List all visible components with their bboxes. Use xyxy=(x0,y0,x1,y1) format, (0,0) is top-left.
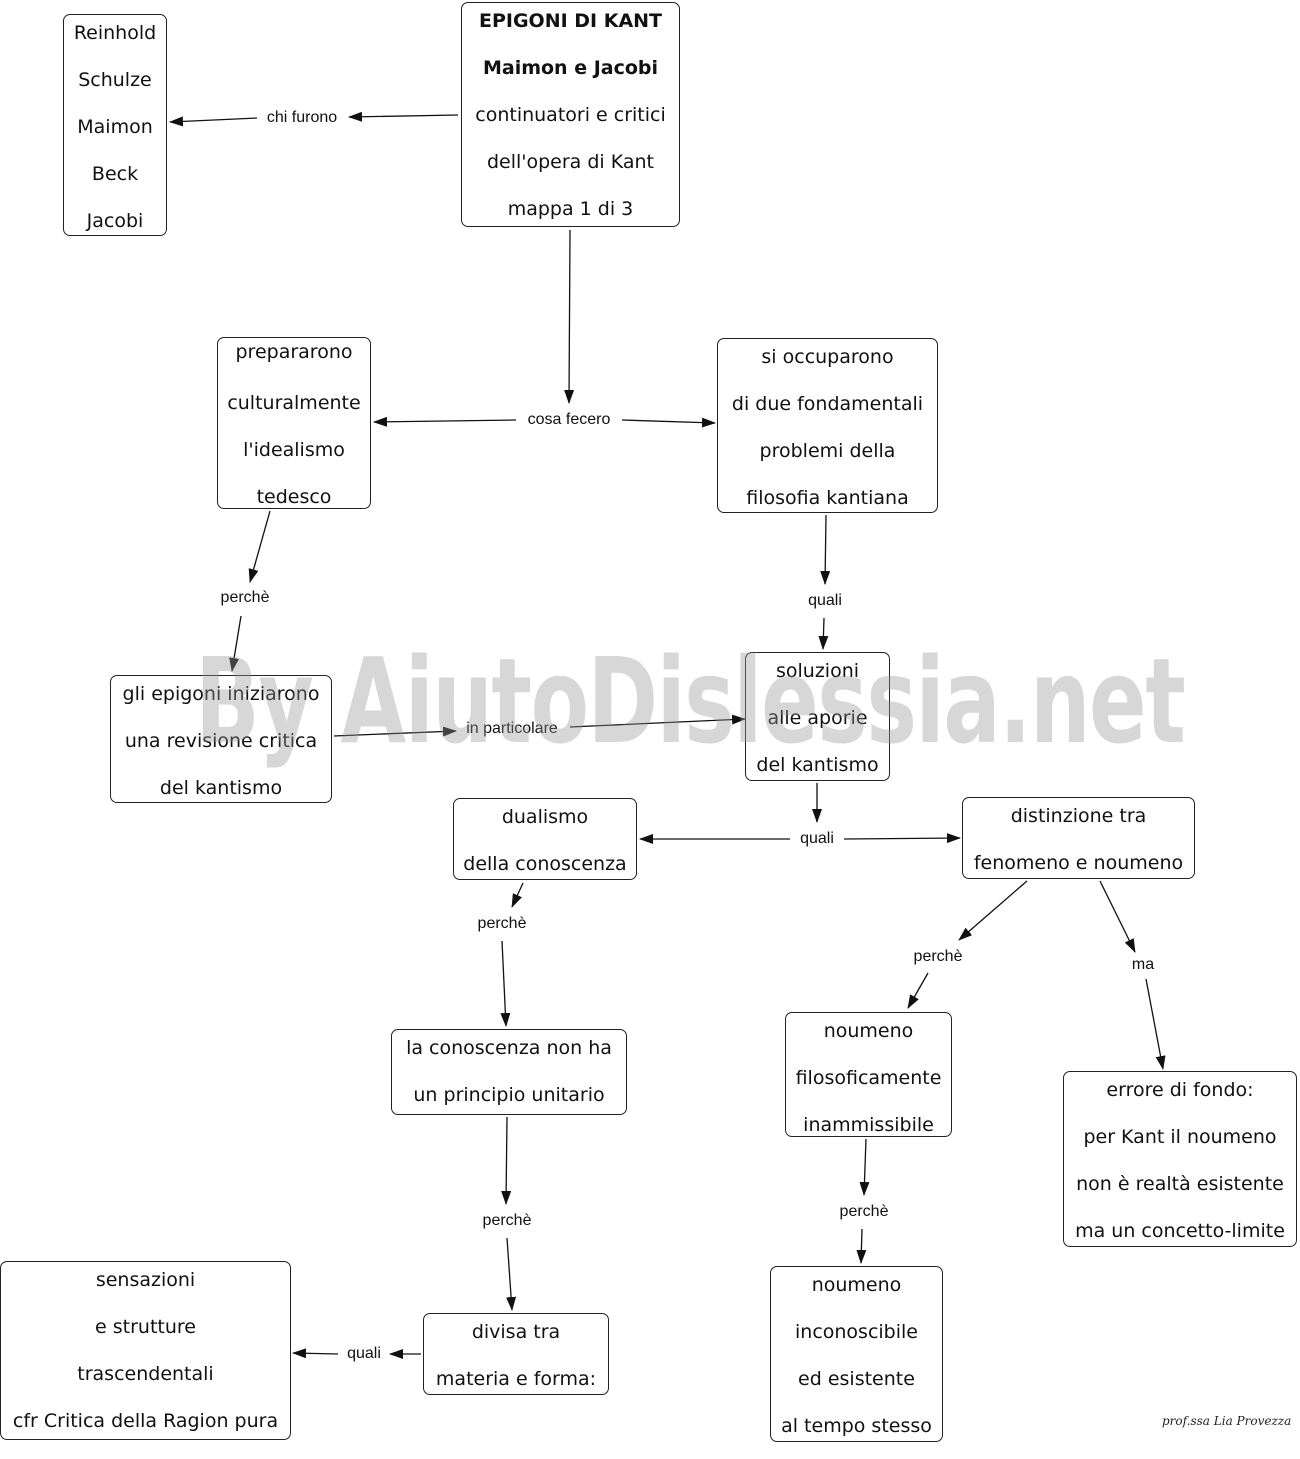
node-line: Beck xyxy=(91,163,139,185)
node-line: la conoscenza non ha xyxy=(406,1037,612,1059)
node-title: EPIGONI DI KANT Maimon e Jacobi continua… xyxy=(461,2,680,227)
edge-in-particolare-to-solutions xyxy=(569,714,746,728)
node-line: ma un concetto-limite xyxy=(1075,1220,1285,1242)
edge-no-principle-to-perche xyxy=(501,1116,512,1205)
node-line: Schulze xyxy=(78,69,152,91)
node-line: trascendentali xyxy=(77,1363,214,1385)
node-line: l'idealismo xyxy=(243,439,345,461)
edge-perche-to-noumeno xyxy=(907,972,929,1009)
link-label-cosa-fecero: cosa fecero xyxy=(521,410,617,430)
node-revision: gli epigoni iniziarono una revisione cri… xyxy=(110,675,332,803)
link-label-quali: quali xyxy=(802,591,848,611)
link-label-perche: perchè xyxy=(214,588,276,608)
node-line: problemi della xyxy=(759,440,896,462)
edge-revision-to-in-particolare xyxy=(333,726,457,737)
node-line: per Kant il noumeno xyxy=(1083,1126,1277,1148)
node-line: non è realtà esistente xyxy=(1076,1173,1284,1195)
node-line: EPIGONI DI KANT xyxy=(478,10,663,32)
author-signature: prof.ssa Lia Provezza xyxy=(1162,1414,1292,1428)
node-line: della conoscenza xyxy=(463,853,627,875)
node-line: alle aporie xyxy=(767,707,868,729)
node-line: dualismo xyxy=(501,806,589,828)
node-line: tedesco xyxy=(256,486,332,508)
edge-distinction-to-ma xyxy=(1099,880,1136,953)
node-line: noumeno xyxy=(811,1274,902,1296)
node-line: filosoficamente xyxy=(795,1067,942,1089)
edge-distinction-to-perche xyxy=(958,880,1028,941)
node-dualism: dualismo della conoscenza xyxy=(453,798,637,880)
node-line: culturalmente xyxy=(227,392,361,414)
node-line: fenomeno e noumeno xyxy=(973,852,1184,874)
node-no-principle: la conoscenza non ha un principio unitar… xyxy=(391,1029,627,1115)
link-label-chi-furono: chi furono xyxy=(260,108,344,128)
node-line: ed esistente xyxy=(798,1368,915,1390)
node-noumeno-inadmissible: noumeno filosoficamente inammissibile xyxy=(785,1012,952,1137)
node-line: soluzioni xyxy=(775,660,860,682)
edge-prepared-to-perche xyxy=(248,510,271,583)
node-line: e strutture xyxy=(95,1316,196,1338)
edge-title-to-chi-furono xyxy=(348,111,459,122)
node-line: sensazioni xyxy=(95,1269,196,1291)
node-line: di due fondamentali xyxy=(731,393,924,415)
edge-dualism-to-perche xyxy=(511,882,524,908)
link-label-perche: perchè xyxy=(471,914,533,934)
node-line: distinzione tra xyxy=(1010,805,1147,827)
edge-quali-to-distinction xyxy=(843,833,961,844)
node-line: del kantismo xyxy=(756,754,879,776)
node-line: gli epigoni iniziarono xyxy=(122,683,320,705)
node-line: dell'opera di Kant xyxy=(486,151,655,173)
node-line: Jacobi xyxy=(86,210,144,232)
link-label-perche: perchè xyxy=(907,947,969,967)
node-line: cfr Critica della Ragion pura xyxy=(12,1410,279,1432)
node-noumeno-unknowable: noumeno inconoscibile ed esistente al te… xyxy=(770,1266,943,1442)
node-line: mappa 1 di 3 xyxy=(507,198,634,220)
node-divided: divisa tra materia e forma: xyxy=(423,1313,609,1395)
node-line: prepararono xyxy=(235,341,353,363)
node-sensations: sensazioni e strutture trascendentali cf… xyxy=(0,1261,291,1440)
node-solutions: soluzioni alle aporie del kantismo xyxy=(745,652,890,781)
edge-perche-to-unknowable xyxy=(856,1228,867,1264)
node-line: materia e forma: xyxy=(435,1368,597,1390)
edge-quali-to-sensations xyxy=(292,1348,339,1359)
node-error: errore di fondo: per Kant il noumeno non… xyxy=(1063,1071,1297,1247)
edge-ma-to-error xyxy=(1145,978,1166,1070)
edge-perche-to-divided xyxy=(506,1237,517,1311)
node-line: continuatori e critici xyxy=(475,104,666,126)
node-line: Maimon xyxy=(77,116,153,138)
link-label-ma: ma xyxy=(1125,955,1161,975)
node-line: del kantismo xyxy=(159,777,283,799)
node-line: al tempo stesso xyxy=(781,1415,932,1437)
node-line: si occuparono xyxy=(761,346,894,368)
node-line: inconoscibile xyxy=(795,1321,918,1343)
node-line: errore di fondo: xyxy=(1106,1079,1254,1101)
link-label-perche: perchè xyxy=(476,1211,538,1231)
node-distinction: distinzione tra fenomeno e noumeno xyxy=(962,797,1195,879)
edge-cosa-fecero-to-occupied xyxy=(621,417,716,428)
node-line: una revisione critica xyxy=(124,730,318,752)
node-line: noumeno xyxy=(823,1020,914,1042)
edge-occupied-to-quali xyxy=(820,514,831,585)
edge-title-to-cosa-fecero xyxy=(564,229,575,404)
node-occupied: si occuparono di due fondamentali proble… xyxy=(717,338,938,513)
edge-perche-to-revision xyxy=(229,615,242,672)
node-line: Reinhold xyxy=(73,22,157,44)
node-names: Reinhold Schulze Maimon Beck Jacobi xyxy=(63,14,167,236)
edge-cosa-fecero-to-prepared xyxy=(373,416,517,427)
edge-noumeno-to-perche xyxy=(859,1138,870,1196)
node-line: divisa tra xyxy=(471,1321,561,1343)
node-line: un principio unitario xyxy=(413,1084,605,1106)
edge-quali-to-solutions xyxy=(818,617,829,650)
link-label-quali: quali xyxy=(341,1344,387,1364)
edge-perche-to-no-principle xyxy=(500,940,511,1027)
edge-chi-furono-to-names xyxy=(169,116,258,127)
node-prepared: prepararono culturalmente l'idealismo te… xyxy=(217,337,371,509)
link-label-in-particolare: in particolare xyxy=(460,719,564,739)
link-label-perche: perchè xyxy=(833,1202,895,1222)
node-line: Maimon e Jacobi xyxy=(482,57,659,79)
node-line: inammissibile xyxy=(803,1114,934,1136)
link-label-quali: quali xyxy=(794,829,840,849)
node-line: filosofia kantiana xyxy=(746,487,909,509)
